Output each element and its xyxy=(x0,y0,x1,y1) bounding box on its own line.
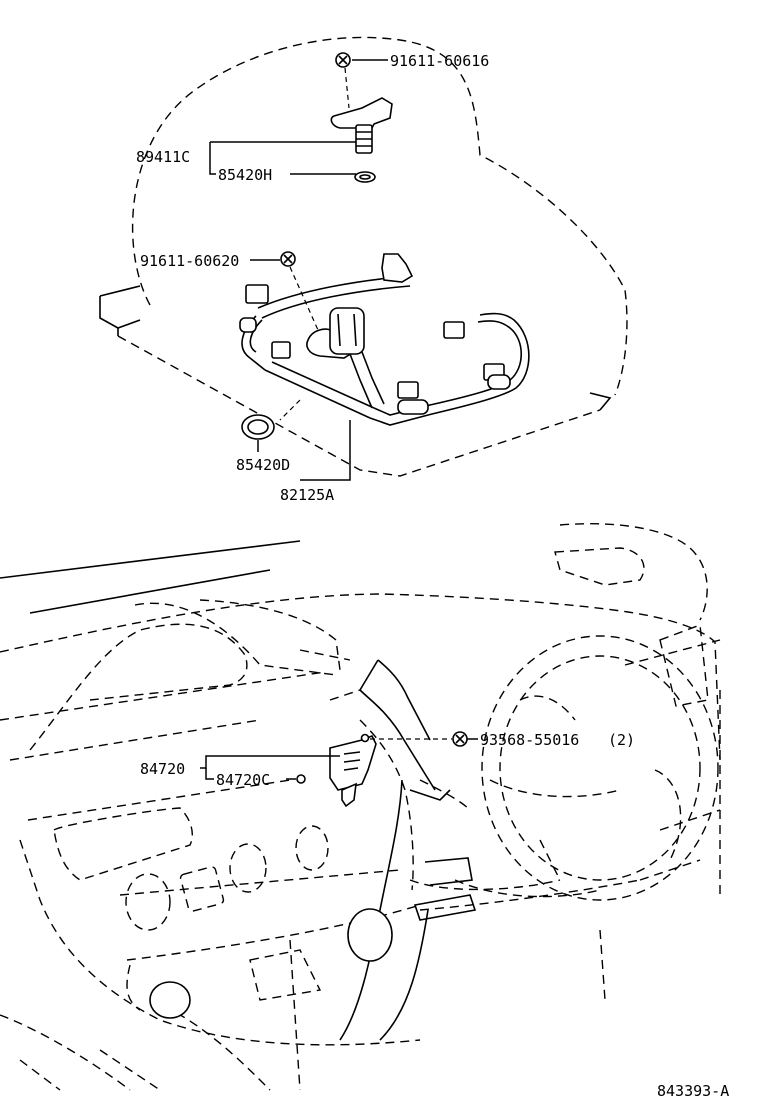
label-bolt-top: 91611-60616 xyxy=(390,52,489,70)
upper-leaders xyxy=(209,59,388,481)
dashboard-outline xyxy=(0,523,721,1091)
label-screw-qty: (2) xyxy=(608,731,635,749)
screw-icon xyxy=(296,774,306,784)
label-switch-assy: 84720 xyxy=(140,760,185,778)
figure-code: 843393-A xyxy=(657,1082,729,1100)
label-o-ring-small: 85420H xyxy=(218,166,272,184)
switch-assembly-icon xyxy=(329,733,377,808)
label-bolt-mid: 91611-60620 xyxy=(140,252,239,270)
dash-controls-icon xyxy=(125,825,393,1019)
label-harness: 82125A xyxy=(280,486,334,504)
sensor-icon xyxy=(330,97,393,154)
o-ring-large-icon xyxy=(241,414,275,440)
engine-outline xyxy=(99,36,628,477)
o-ring-small-icon xyxy=(354,171,376,183)
label-switch-sub: 84720C xyxy=(216,771,270,789)
label-o-ring-large: 85420D xyxy=(236,456,290,474)
bolt-top-icon xyxy=(335,52,351,109)
label-screw: 93568-55016 xyxy=(480,731,579,749)
steering-wheel-icon xyxy=(359,635,719,921)
lower-leaders xyxy=(200,738,478,780)
wire-harness-icon xyxy=(239,253,530,426)
screw-top-icon xyxy=(452,731,468,747)
label-sensor-assy: 89411C xyxy=(136,148,190,166)
bolt-mid-icon xyxy=(280,251,319,331)
